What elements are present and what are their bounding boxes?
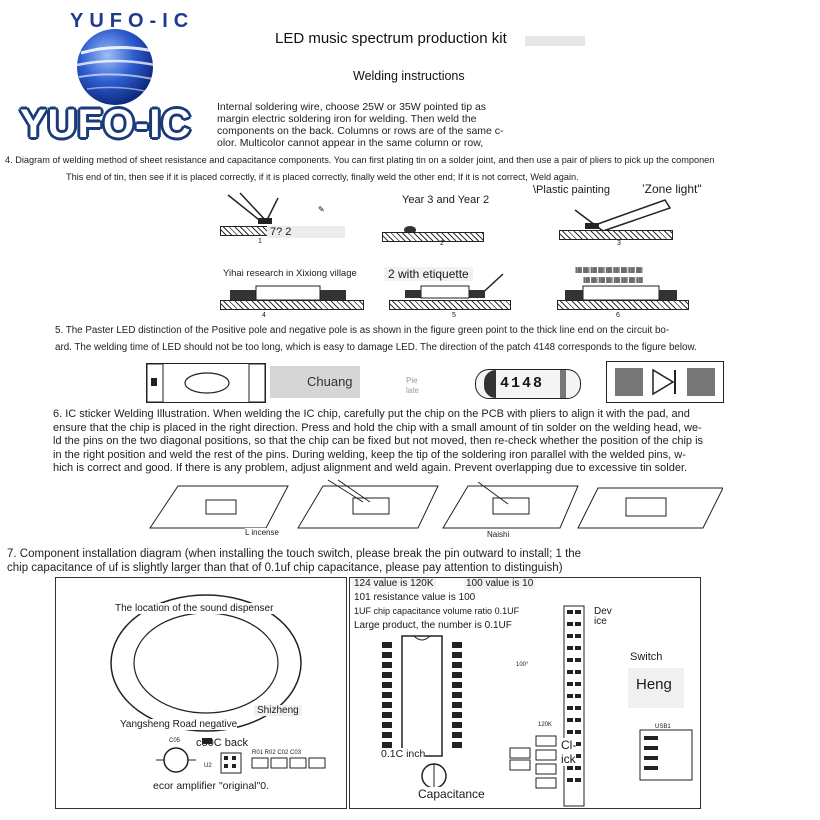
step-number-5: 5	[452, 312, 456, 319]
weld-step-3-diagram	[555, 195, 685, 250]
label-ratio: 1UF chip capacitance volume ratio 0.1UF	[354, 606, 520, 616]
weld-step-1-diagram: ✎	[218, 190, 338, 250]
weld-step-5-diagram	[385, 272, 525, 320]
label-dispenser: The location of the sound dispenser	[115, 603, 274, 614]
weld-label-step1: 7? 2	[267, 226, 345, 238]
label-u2: U2	[204, 763, 212, 769]
logo-arc-text: YUFO-IC	[70, 10, 195, 32]
solder-blob-icon	[404, 226, 416, 234]
label-licence: L incense	[245, 528, 279, 537]
section5-line2: ard. The welding time of LED should not …	[55, 342, 697, 353]
section6-line: in the right position and weld the rest …	[53, 448, 686, 461]
intro-text: Internal soldering wire, choose 25W or 3…	[217, 101, 517, 149]
section7-line1: 7. Component installation diagram (when …	[7, 548, 582, 560]
label-100deg: 100°	[516, 662, 529, 668]
diode-band-right	[560, 370, 566, 398]
iron-and-component-icon	[405, 273, 504, 299]
diode-symbol-icon	[652, 368, 676, 396]
weld-label-etiquette: 2 with etiquette	[384, 267, 473, 281]
label-yangsheng: Yangsheng Road negative	[120, 719, 238, 730]
section6-line: ensure that the chip is placed in the ri…	[53, 421, 702, 434]
finished-joint-icon: ▦▦▦▦▦▦▦▦▦ ▦▦▦▦▦▦▦▦	[565, 265, 677, 301]
intro-line: Internal soldering wire, choose 25W or 3…	[217, 101, 487, 113]
diode-band	[484, 370, 496, 398]
section4-line2: This end of tin, then see if it is place…	[66, 172, 579, 182]
weld-step-6-diagram: ▦▦▦▦▦▦▦▦▦ ▦▦▦▦▦▦▦▦	[555, 262, 695, 320]
label-switch: Switch	[630, 651, 663, 663]
weld-label-zone: ’Zone light"	[642, 182, 702, 196]
logo-brand-text: YUFO-IC	[20, 102, 192, 146]
step-number-4: 4	[262, 312, 266, 319]
switch-box	[628, 668, 684, 708]
step-number-1: 1	[258, 238, 262, 245]
led-polarity-diagram	[146, 363, 266, 403]
label-capacitance: Capacitance	[418, 787, 485, 801]
section6-line: 6. IC sticker Welding Illustration. When…	[53, 408, 690, 420]
label-124: 124 value is 120K	[352, 578, 436, 589]
weld-label-plastic: \Plastic painting	[533, 184, 611, 196]
diode-symbol-panel	[606, 361, 724, 403]
label-click1: Cl-	[561, 738, 577, 752]
diode-4148: 4148	[475, 369, 581, 399]
label-c05: C05	[169, 738, 181, 744]
label-naishi: Naishi	[487, 530, 510, 539]
section7-line2: chip capacitance of uf is slightly large…	[7, 562, 563, 574]
label-heng: Heng	[636, 676, 672, 693]
label-chuang: Chuang	[307, 374, 353, 389]
page-title: LED music spectrum production kit	[275, 30, 507, 47]
weld-label-year: Year 3 and Year 2	[402, 194, 490, 206]
svg-text:✎: ✎	[318, 205, 325, 214]
label-120k: 120K	[538, 722, 553, 728]
brand-logo: YUFO-IC YUFO-IC	[15, 5, 220, 155]
weld-step-2-diagram	[380, 210, 490, 250]
weld-step-4-diagram	[218, 280, 368, 320]
svg-text:▦▦▦▦▦▦▦▦▦: ▦▦▦▦▦▦▦▦▦	[575, 265, 643, 274]
title-smudge	[525, 36, 585, 46]
label-100: 100 value is 10	[464, 578, 536, 589]
ic-and-headers-icon	[382, 605, 693, 807]
label-click2: ick	[561, 752, 576, 766]
section6-text: 6. IC sticker Welding Illustration. When…	[53, 408, 703, 476]
section6-line: ld the pins on the two diagonal position…	[53, 435, 704, 447]
smudge-block	[270, 366, 360, 398]
step-number-6: 6	[616, 312, 620, 319]
intro-line: olor. Multicolor cannot appear in the sa…	[217, 137, 484, 149]
page-subtitle: Welding instructions	[353, 69, 465, 83]
led-top-icon	[147, 364, 265, 402]
label-01c: 0.1C inch	[381, 748, 426, 760]
svg-text:▦▦▦▦▦▦▦▦: ▦▦▦▦▦▦▦▦	[583, 275, 643, 284]
label-shizheng: Shizheng	[254, 705, 302, 716]
section4-line1: 4. Diagram of welding method of sheet re…	[5, 155, 715, 165]
diode-code: 4148	[500, 375, 545, 392]
intro-line: margin electric soldering iron for weldi…	[217, 113, 477, 125]
label-device1: Dev	[594, 606, 612, 617]
label-pie: Pie	[406, 376, 418, 385]
step-number-2: 2	[440, 240, 444, 247]
weld-label-yihai: Yihai research in Xixiong village	[223, 268, 357, 279]
label-large: Large product, the number is 0.1UF	[354, 620, 512, 631]
label-r-row: R01 R02 C02 C03	[252, 750, 302, 756]
tweezer-icon: ✎	[227, 192, 325, 224]
section5-line1: 5. The Paster LED distinction of the Pos…	[55, 325, 670, 336]
ic-welding-illustrations	[148, 478, 723, 540]
label-late: late	[406, 386, 419, 395]
label-amplifier: ecor amplifier "original"0.	[153, 780, 270, 792]
label-usb: USB1	[655, 724, 671, 730]
section6-line: hich is correct and good. If there is an…	[53, 462, 688, 474]
logo-globe-icon	[76, 29, 156, 105]
pcb-left-panel: The location of the sound dispenser Shiz…	[55, 577, 347, 809]
intro-line: components on the back. Columns or rows …	[217, 125, 504, 137]
soldering-iron-icon	[574, 199, 672, 232]
left-components-icon	[156, 738, 326, 774]
label-101: 101 resistance value is 100	[354, 592, 476, 603]
step-number-3: 3	[617, 240, 621, 247]
label-device2: ice	[594, 616, 607, 627]
pcb-right-panel: 124 value is 120K 100 value is 10 101 re…	[349, 577, 701, 809]
ic-board-icon	[149, 479, 723, 529]
